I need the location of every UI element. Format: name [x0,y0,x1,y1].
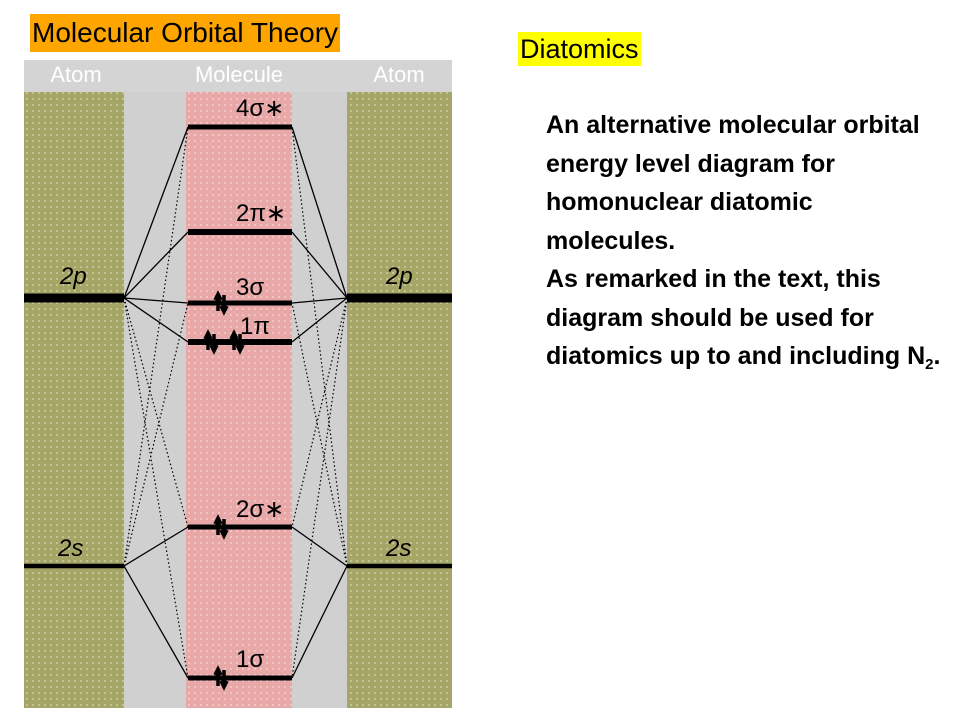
column-header-band [24,60,452,92]
mo-label-3sigma: 3σ [236,274,264,301]
page-title: Molecular Orbital Theory [30,14,341,52]
center-column-header: Molecule [195,62,283,87]
left-column-header: Atom [50,62,101,87]
mo-label-2pi-star: 2π∗ [236,200,286,227]
right-atom-column-dots [347,92,452,708]
dotted-correlation-lines [123,126,348,679]
left-2p-label: 2p [59,263,87,290]
left-2s-label: 2s [57,535,83,562]
right-2s-label: 2s [385,535,411,562]
right-column-header: Atom [373,62,424,87]
mo-energy-diagram: Atom Molecule Atom 2p 2p 2s 2s [24,60,452,708]
description-line-2: As remarked in the text, this diagram sh… [546,260,946,376]
description-line-2-end: . [933,342,941,370]
description-text: An alternative molecular orbital energy … [546,106,946,376]
left-atom-column-dots [24,92,124,708]
mo-label-1pi: 1π [240,313,270,340]
right-2p-label: 2p [385,263,413,290]
description-line-1: An alternative molecular orbital energy … [546,111,920,255]
mo-label-4sigma-star: 4σ∗ [236,95,284,122]
molecule-column-dots [186,92,292,708]
subscript-2: 2 [925,356,934,373]
solid-correlation-lines [123,126,348,679]
mo-label-1sigma: 1σ [236,646,264,673]
section-title: Diatomics [518,32,641,66]
description-line-2-main: As remarked in the text, this diagram sh… [546,265,926,370]
mo-label-2sigma-star: 2σ∗ [236,496,284,523]
